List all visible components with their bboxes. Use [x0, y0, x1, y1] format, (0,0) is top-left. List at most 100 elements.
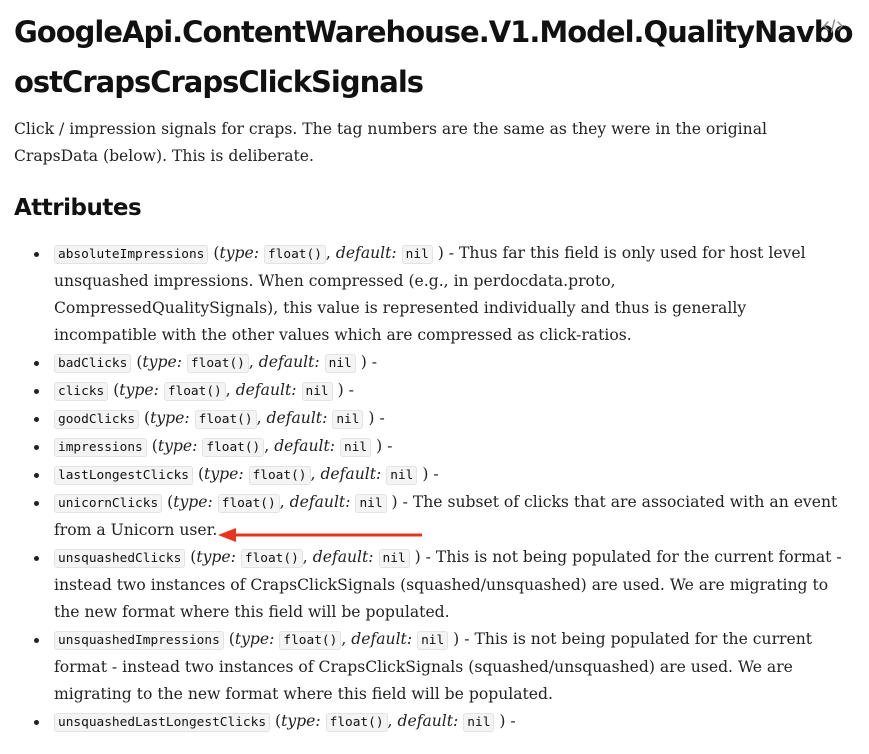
attribute-default: nil [401, 245, 433, 264]
close-dash: ) - [414, 548, 431, 566]
attribute-name: impressions [54, 438, 147, 457]
open-paren: ( [190, 548, 197, 566]
bullet-icon [34, 473, 39, 478]
open-paren: ( [113, 381, 120, 399]
close-dash: ) - [499, 712, 516, 730]
attribute-name: unsquashedClicks [54, 549, 186, 568]
attribute-item: unicornClicks (type: float(), default: n… [14, 489, 844, 544]
type-label: type: [234, 630, 275, 648]
attributes-heading: Attributes [14, 195, 142, 221]
open-paren: ( [144, 409, 151, 427]
attribute-description: The subset of clicks that are associated… [54, 493, 838, 539]
default-label: default: [289, 493, 351, 511]
attribute-item: lastLongestClicks (type: float(), defaul… [14, 461, 844, 489]
page-title-line-2: ostCrapsCrapsClickSignals [14, 65, 424, 99]
open-paren: ( [228, 630, 235, 648]
attribute-default: nil [417, 631, 449, 650]
red-arrow-annotation [218, 528, 422, 542]
page-title-line-1: GoogleApi.ContentWarehouse.V1.Model.Qual… [14, 15, 853, 49]
attribute-default: nil [332, 410, 364, 429]
bullet-icon [34, 252, 39, 257]
attribute-default: nil [355, 494, 387, 513]
attribute-item: unsquashedImpressions (type: float(), de… [14, 626, 844, 708]
default-label: default: [335, 244, 397, 262]
attribute-name: badClicks [54, 354, 132, 373]
type-label: type: [157, 437, 198, 455]
attribute-item: clicks (type: float(), default: nil ) - [14, 377, 844, 405]
attribute-type: float() [325, 713, 388, 732]
close-dash: ) - [337, 381, 354, 399]
view-source-link[interactable] [822, 17, 844, 35]
open-paren: ( [151, 437, 158, 455]
attributes-list: absoluteImpressions (type: float(), defa… [14, 240, 844, 736]
attribute-description: This is not being populated for the curr… [54, 548, 842, 621]
bullet-icon [34, 389, 39, 394]
attribute-default: nil [340, 438, 372, 457]
attribute-item: badClicks (type: float(), default: nil )… [14, 349, 844, 377]
open-paren: ( [213, 244, 220, 262]
comma: , [310, 465, 316, 483]
type-label: type: [196, 548, 236, 566]
attribute-type: float() [217, 494, 280, 513]
attribute-type: float() [194, 410, 257, 429]
attribute-item: unsquashedLastLongestClicks (type: float… [14, 708, 844, 736]
type-label: type: [150, 409, 190, 427]
type-label: type: [119, 381, 159, 399]
attribute-type: float() [186, 354, 249, 373]
attribute-name: unsquashedImpressions [54, 631, 224, 650]
close-dash: ) - [453, 630, 470, 648]
type-label: type: [173, 493, 213, 511]
bullet-icon [34, 445, 39, 450]
type-label: type: [281, 712, 321, 730]
attribute-item: absoluteImpressions (type: float(), defa… [14, 240, 844, 349]
attribute-item: impressions (type: float(), default: nil… [14, 433, 844, 461]
code-icon [823, 19, 843, 33]
attribute-type: float() [248, 466, 311, 485]
comma: , [264, 437, 270, 455]
attribute-description: This is not being populated for the curr… [54, 630, 813, 703]
comma: , [302, 548, 308, 566]
open-paren: ( [275, 712, 282, 730]
attribute-name: goodClicks [54, 410, 140, 429]
default-label: default: [320, 465, 382, 483]
attribute-default: nil [378, 549, 410, 568]
attribute-name: unsquashedLastLongestClicks [54, 713, 271, 732]
default-label: default: [266, 409, 328, 427]
close-dash: ) - [376, 437, 393, 455]
attribute-default: nil [324, 354, 356, 373]
attribute-type: float() [202, 438, 265, 457]
bullet-icon [34, 556, 39, 561]
bullet-icon [34, 417, 39, 422]
comma: , [279, 493, 285, 511]
default-label: default: [312, 548, 374, 566]
close-dash: ) - [360, 353, 378, 371]
attribute-type: float() [279, 631, 342, 650]
doc-page: GoogleApi.ContentWarehouse.V1.Model.Qual… [14, 0, 860, 736]
comma: , [325, 244, 331, 262]
attribute-default: nil [463, 713, 495, 732]
type-label: type: [204, 465, 244, 483]
module-description: Click / impression signals for craps. Th… [14, 120, 767, 165]
default-label: default: [274, 437, 336, 455]
attribute-item: goodClicks (type: float(), default: nil … [14, 405, 844, 433]
comma: , [341, 630, 347, 648]
attribute-item: unsquashedClicks (type: float(), default… [14, 544, 844, 626]
default-label: default: [351, 630, 413, 648]
attribute-type: float() [163, 382, 226, 401]
close-dash: ) - [368, 409, 385, 427]
bullet-icon [34, 361, 39, 366]
attribute-name: unicornClicks [54, 494, 163, 513]
open-paren: ( [136, 353, 143, 371]
attribute-name: clicks [54, 382, 109, 401]
bullet-icon [34, 638, 39, 643]
comma: , [256, 409, 262, 427]
attribute-name: absoluteImpressions [54, 245, 209, 264]
comma: , [387, 712, 393, 730]
type-label: type: [219, 244, 259, 262]
attribute-name: lastLongestClicks [54, 466, 193, 485]
default-label: default: [258, 353, 320, 371]
open-paren: ( [167, 493, 174, 511]
bullet-icon [34, 501, 39, 506]
attribute-default: nil [301, 382, 333, 401]
default-label: default: [397, 712, 459, 730]
